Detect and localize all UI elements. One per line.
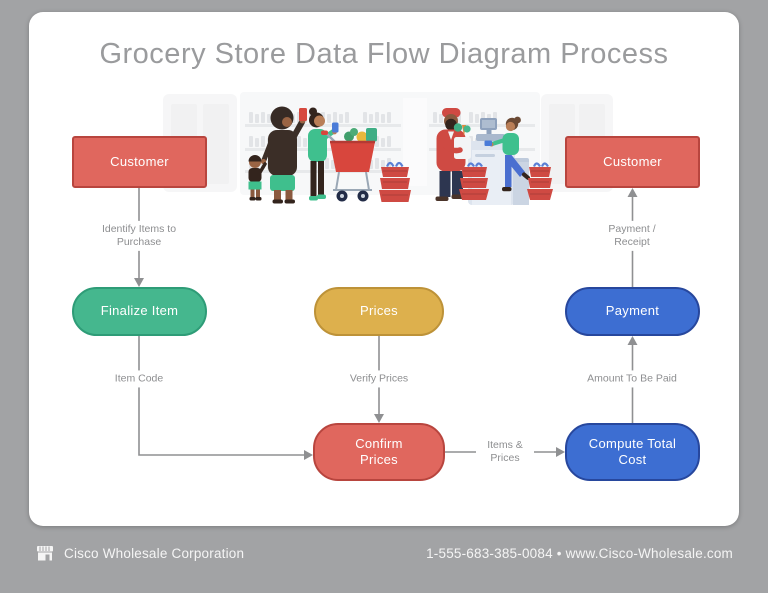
- node-label: Customer: [603, 153, 662, 169]
- customer-man: [435, 108, 471, 201]
- edge-items-prices-arrowhead: [556, 447, 565, 457]
- storefront-icon: [35, 543, 55, 563]
- edge-label-items-prices: Items & Prices: [476, 436, 534, 468]
- edge-label-verify-prices: Verify Prices: [346, 370, 412, 388]
- edge-identify-items-arrowhead: [134, 278, 144, 287]
- page-title: Grocery Store Data Flow Diagram Process: [99, 38, 669, 70]
- footer-company: Cisco Wholesale Corporation: [64, 545, 245, 561]
- basket-stack-counter: [459, 162, 489, 200]
- node-label: Customer: [110, 153, 169, 169]
- footer-contact: 1-555-683-385-0084 • www.Cisco-Wholesale…: [426, 545, 733, 561]
- node-confirm-prices: Confirm Prices: [313, 423, 445, 481]
- shopper-child: [248, 155, 267, 201]
- edge-label-identify-items: Identify Items to Purchase: [94, 220, 184, 252]
- shopper-woman: [308, 107, 339, 201]
- cashier-woman: [484, 116, 530, 192]
- node-label: Prices: [360, 303, 398, 319]
- diagram-card: Grocery Store Data Flow Diagram Process: [29, 12, 739, 526]
- edge-label-item-code: Item Code: [111, 370, 167, 388]
- edge-label-amount-to-be-paid: Amount To Be Paid: [584, 370, 680, 388]
- shopper-parent: [260, 106, 307, 204]
- edge-verify-prices-arrowhead: [374, 414, 384, 423]
- footer: Cisco Wholesale Corporation 1-555-683-38…: [0, 537, 768, 569]
- footer-company-group: Cisco Wholesale Corporation: [35, 543, 244, 563]
- node-label: Compute Total Cost: [588, 435, 677, 467]
- node-label: Finalize Item: [100, 303, 179, 319]
- node-label: Confirm Prices: [355, 435, 403, 467]
- edge-item-code-arrowhead: [304, 450, 313, 460]
- edge-amount-arrowhead: [627, 336, 638, 345]
- node-compute-total-cost: Compute Total Cost: [565, 423, 700, 481]
- node-customer-left: Customer: [72, 136, 207, 188]
- grocery-illustration-svg: [163, 92, 613, 205]
- edge-item-code-line: [138, 336, 304, 456]
- basket-stack-center: [379, 161, 411, 202]
- grocery-illustration: [163, 90, 613, 206]
- node-payment: Payment: [565, 287, 700, 336]
- node-label: Payment: [605, 303, 660, 319]
- shopping-cart: [321, 128, 377, 202]
- node-finalize-item: Finalize Item: [72, 287, 207, 336]
- edge-label-payment-receipt: Payment / Receipt: [597, 220, 667, 252]
- basket-stack-right: [527, 162, 553, 200]
- node-prices: Prices: [314, 287, 444, 336]
- node-customer-right: Customer: [565, 136, 700, 188]
- edge-payment-receipt-arrowhead: [627, 188, 638, 197]
